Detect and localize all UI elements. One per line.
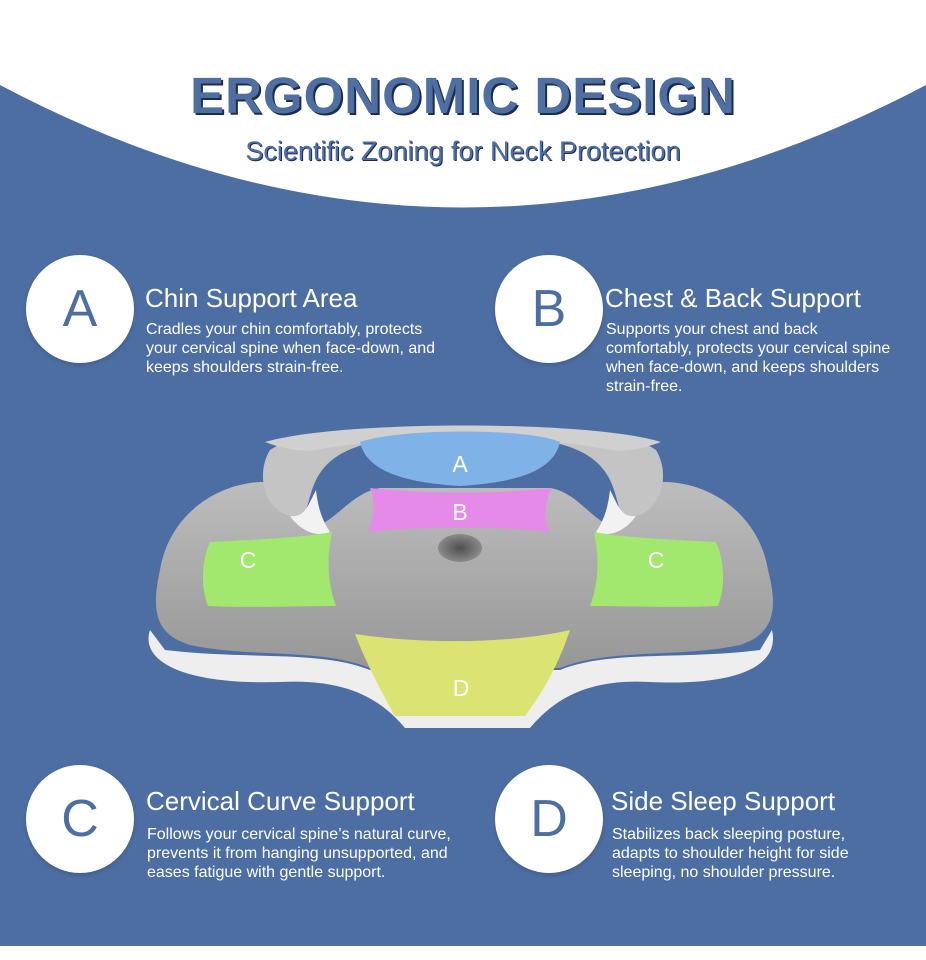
zone-c-left-label: C [240, 547, 257, 573]
zone-a-label: A [452, 451, 468, 477]
zone-a [360, 431, 560, 486]
page-title: ERGONOMIC DESIGN [190, 67, 736, 124]
badge-d: D [495, 765, 603, 873]
pillow-face-hole [438, 534, 482, 562]
zone-c-left [202, 532, 336, 607]
zone-b [368, 488, 552, 532]
zone-d [355, 630, 570, 716]
zone-c-right-label: C [648, 547, 665, 573]
pillow-right-wing [551, 432, 664, 517]
zone-b-label: B [452, 499, 467, 525]
header-white-arc [0, 0, 926, 208]
feature-c-title: Cervical Curve Support [146, 786, 415, 816]
feature-a-desc: Cradles your chin comfortably, protects … [146, 321, 436, 376]
feature-d-title: Side Sleep Support [611, 786, 836, 816]
bottom-white-strip [0, 946, 926, 960]
feature-a-title: Chin Support Area [145, 283, 358, 313]
feature-c-desc: Follows your cervical spine’s natural cu… [147, 826, 451, 881]
zone-c-right [590, 532, 724, 607]
badge-b: B [495, 255, 603, 363]
feature-b-desc: Supports your chest and back comfortably… [606, 321, 891, 395]
badge-c: C [26, 765, 134, 873]
pillow-illustration: A B C C D [148, 425, 773, 728]
feature-b-title: Chest & Back Support [605, 283, 861, 313]
page-subtitle: Scientific Zoning for Neck Protection [245, 136, 681, 166]
feature-d-desc: Stabilizes back sleeping posture, adapts… [612, 826, 849, 881]
badge-a: A [26, 255, 134, 363]
pillow-left-wing [262, 432, 375, 517]
zone-d-label: D [453, 675, 470, 701]
